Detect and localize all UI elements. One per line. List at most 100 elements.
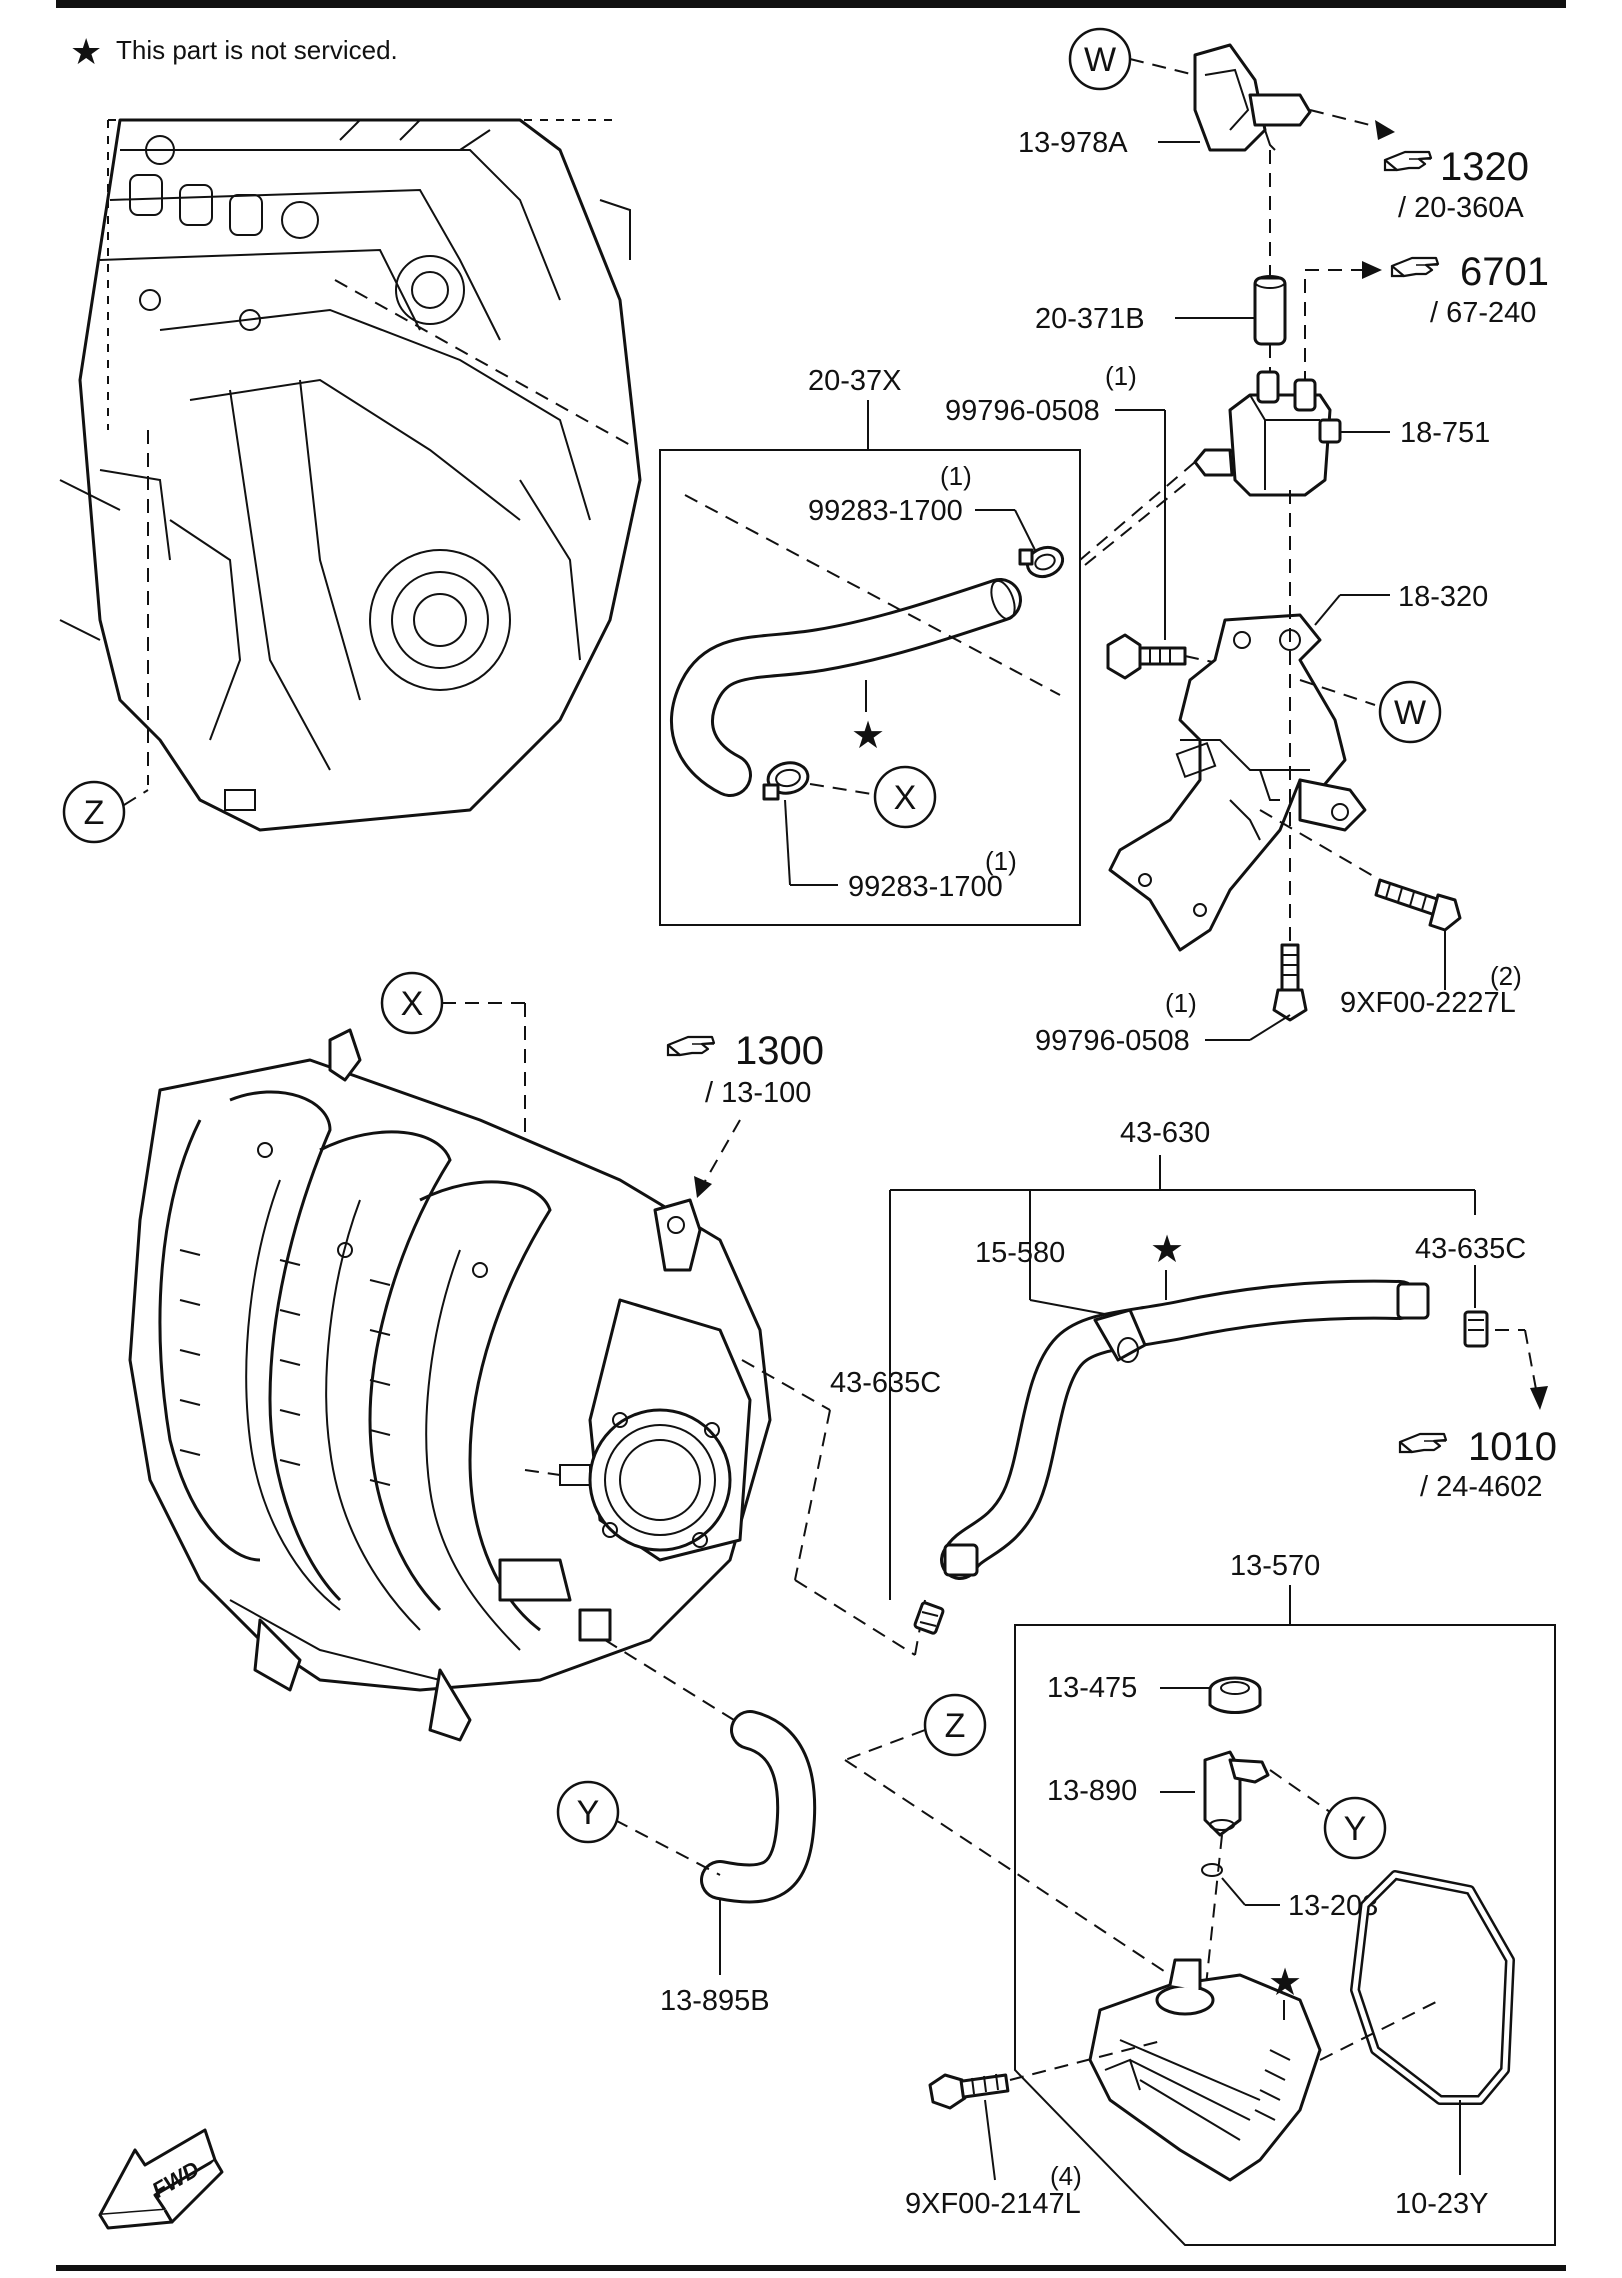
circle-z-engine[interactable]: Z [62,780,126,844]
arrow-head-1010 [1530,1386,1548,1410]
circle-w-top[interactable]: W [1068,27,1132,91]
label-20-371B[interactable]: 20-371B [1035,303,1145,335]
intake-manifold-drawing [128,1028,772,1742]
ref-6701[interactable]: 6701 / 67-240 [1390,250,1549,329]
label-13-570[interactable]: 13-570 [1230,1550,1320,1582]
z-engine-leader [123,789,149,806]
43635c-left-leader-c [794,1579,916,1656]
circle-y-hose[interactable]: Y [556,1780,620,1844]
qty-99796-0508-bottom: (1) [1165,988,1197,1018]
z-mid-leader-a [844,1729,926,1761]
clamp-99283-1700-top-drawing [1018,545,1065,579]
clip-43-635C-left-drawing [913,1601,945,1635]
svg-text:W: W [1394,694,1426,732]
star-icon: ★ [851,715,885,757]
valve-cover-leader [1204,1834,1223,1996]
bolt-99796-0508-bottom-drawing [1272,943,1308,1022]
ref-1320[interactable]: 1320 / 20-360A [1383,145,1529,224]
cap-13-475-drawing [1208,1676,1262,1714]
label-13-978A[interactable]: 13-978A [1018,127,1128,159]
leader-15-580 [1029,1299,1111,1316]
label-43-635C-left[interactable]: 43-635C [830,1367,941,1399]
qty-99796-0508-top: (1) [1105,361,1137,391]
arrow-head-1300 [694,1176,712,1198]
gasket-10-23Y-drawing [1350,1870,1515,2105]
leader-13-203-a [1221,1877,1246,1906]
label-43-630[interactable]: 43-630 [1120,1117,1210,1149]
svg-text:1010: 1010 [1468,1425,1557,1469]
svg-text:1320: 1320 [1440,145,1529,189]
svg-text:/ 24-4602: / 24-4602 [1420,1471,1543,1503]
r1320-leader [1309,109,1391,131]
ref-1300[interactable]: 1300 / 13-100 [666,1029,824,1109]
hand-pointer-icon [1390,256,1440,278]
x-manifold-leader-end [524,1469,561,1476]
leader-99283-top-b [1014,509,1036,551]
valve-y-leader [1269,1769,1331,1813]
svg-text:1300: 1300 [735,1029,824,1073]
label-99796-0508-top[interactable]: 99796-0508 [945,395,1100,427]
qty-99283-1700-top: (1) [940,461,972,491]
label-9XF00-2227L[interactable]: 9XF00-2227L [1340,987,1516,1019]
svg-text:/ 20-360A: / 20-360A [1398,192,1524,224]
751-hose-leader [1079,461,1196,561]
bracket-w-leader [1299,679,1376,706]
43635c-left-leader-b [794,1409,831,1581]
engine-pcv-leader [334,279,631,446]
circle-y-cover[interactable]: Y [1323,1796,1387,1860]
box-13-570 [1014,1624,1556,2246]
part-18-751-drawing [1193,370,1342,497]
hose-43-630-drawing [940,1279,1489,1580]
star-icon: ★ [1150,1229,1184,1271]
part-18-320-drawing [1108,613,1367,952]
clamp-x-leader [809,783,879,796]
svg-text:W: W [1084,41,1116,79]
qty-99283-1700-bottom: (1) [985,846,1017,876]
hose-13-895B-drawing [700,1710,817,1904]
hose-20-37X-drawing [670,578,1022,797]
svg-text:X: X [894,779,917,817]
label-43-635C-right[interactable]: 43-635C [1415,1233,1526,1265]
circle-x-hose[interactable]: X [873,765,937,829]
leader-99283-bottom-a [784,799,791,886]
oring-13-203-drawing [1201,1863,1223,1877]
qty-9XF00-2147L: (4) [1050,2161,1082,2191]
circle-w-mid[interactable]: W [1378,680,1442,744]
bolt-9XF00-2147L-drawing [928,2073,1010,2110]
label-13-475[interactable]: 13-475 [1047,1672,1137,1704]
svg-text:/ 67-240: / 67-240 [1430,297,1536,329]
bracket-bolt-leader [1259,809,1381,881]
label-99283-1700-top[interactable]: 99283-1700 [808,495,963,527]
label-13-890[interactable]: 13-890 [1047,1775,1137,1807]
label-15-580[interactable]: 15-580 [975,1237,1065,1269]
svg-text:Z: Z [945,1707,966,1745]
ref-1010[interactable]: 1010 / 24-4602 [1398,1425,1557,1503]
part-13-978A-drawing [1193,43,1312,152]
label-99796-0508-bottom[interactable]: 99796-0508 [1035,1025,1190,1057]
label-18-751[interactable]: 18-751 [1400,417,1490,449]
clamp-99283-1700-bottom-drawing [762,761,810,801]
label-18-320[interactable]: 18-320 [1398,581,1488,613]
note-text: This part is not serviced. [116,35,398,65]
engine-block-illustration [59,118,642,832]
43635c-left-leader-a [741,1359,831,1411]
hand-pointer-icon [1398,1432,1448,1454]
hose-751-leader [1084,479,1191,566]
label-9XF00-2147L[interactable]: 9XF00-2147L [905,2188,1081,2220]
label-20-37X[interactable]: 20-37X [808,365,902,397]
hose-box-diagonal [684,494,1061,696]
circle-z-mid[interactable]: Z [923,1693,987,1757]
leader-9XF00-2147L [984,2099,996,2181]
svg-text:6701: 6701 [1460,250,1549,294]
bottom-border [56,2265,1566,2271]
top-border [56,0,1566,8]
svg-text:Y: Y [577,1794,600,1832]
bolt-99796-0508-top-drawing [1106,633,1187,680]
star-icon: ★ [1268,1962,1302,2004]
label-10-23Y[interactable]: 10-23Y [1395,2188,1489,2220]
circle-x-manifold[interactable]: X [380,971,444,1035]
label-99283-1700-bottom[interactable]: 99283-1700 [848,871,1003,903]
label-13-895B[interactable]: 13-895B [660,1985,770,2017]
r1300-leader [699,1119,741,1191]
